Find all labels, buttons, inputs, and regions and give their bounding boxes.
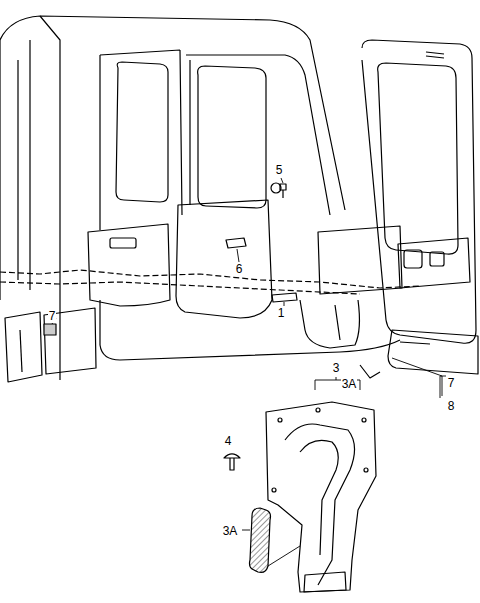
floor-edge xyxy=(60,300,400,380)
callout-number: 8 xyxy=(447,400,456,413)
clip-hole xyxy=(364,468,368,472)
floor-catch xyxy=(360,365,380,378)
clip-hole xyxy=(316,408,320,412)
callout-number: 7 xyxy=(447,377,456,390)
handle-recess xyxy=(110,238,136,248)
cut-line xyxy=(0,270,420,288)
panel-3-duct xyxy=(285,424,355,585)
screw-4 xyxy=(224,454,240,470)
door-sill-trim xyxy=(388,330,478,374)
panel-3-foot xyxy=(304,572,346,592)
rear-trim-panel xyxy=(176,200,272,318)
bracket xyxy=(315,376,446,398)
clip-6 xyxy=(226,238,246,248)
side-window xyxy=(116,62,168,202)
pillar-inner xyxy=(20,330,22,372)
door-trim-panel xyxy=(398,238,470,288)
trim-panel-3 xyxy=(266,402,376,592)
clip-hole xyxy=(362,418,366,422)
callout-number: 7 xyxy=(48,310,57,323)
body-side xyxy=(0,16,60,300)
callout-number: 3A xyxy=(341,378,358,391)
roof-line xyxy=(0,16,345,210)
rear-window xyxy=(198,66,266,208)
callout-number: 1 xyxy=(277,307,286,320)
callout-number: 6 xyxy=(235,263,244,276)
right-trim-panel xyxy=(318,226,402,294)
screw-5-head xyxy=(271,183,281,193)
callout-number: 3A xyxy=(222,525,239,538)
callout-number: 3 xyxy=(332,362,341,375)
door-frame xyxy=(100,50,182,230)
cut-line xyxy=(0,282,360,294)
side-trim-panel xyxy=(88,224,170,306)
door-lock xyxy=(430,252,444,266)
clip-hole xyxy=(272,488,276,492)
part-7 xyxy=(44,324,56,335)
callout-number: 4 xyxy=(224,435,233,448)
clip-hole xyxy=(278,418,282,422)
door-handle xyxy=(404,250,422,268)
body-inner xyxy=(18,40,30,290)
door-strip xyxy=(426,52,444,58)
callout-number: 5 xyxy=(275,164,284,177)
leader-line xyxy=(52,178,442,396)
clip-1 xyxy=(272,293,297,302)
open-door-window xyxy=(378,63,458,254)
rear-door-frame xyxy=(186,55,330,215)
lower-duct xyxy=(300,300,359,348)
insert-3A xyxy=(250,508,271,572)
pillar-trim xyxy=(5,308,96,382)
leader-line xyxy=(242,530,300,566)
open-door xyxy=(362,40,476,343)
